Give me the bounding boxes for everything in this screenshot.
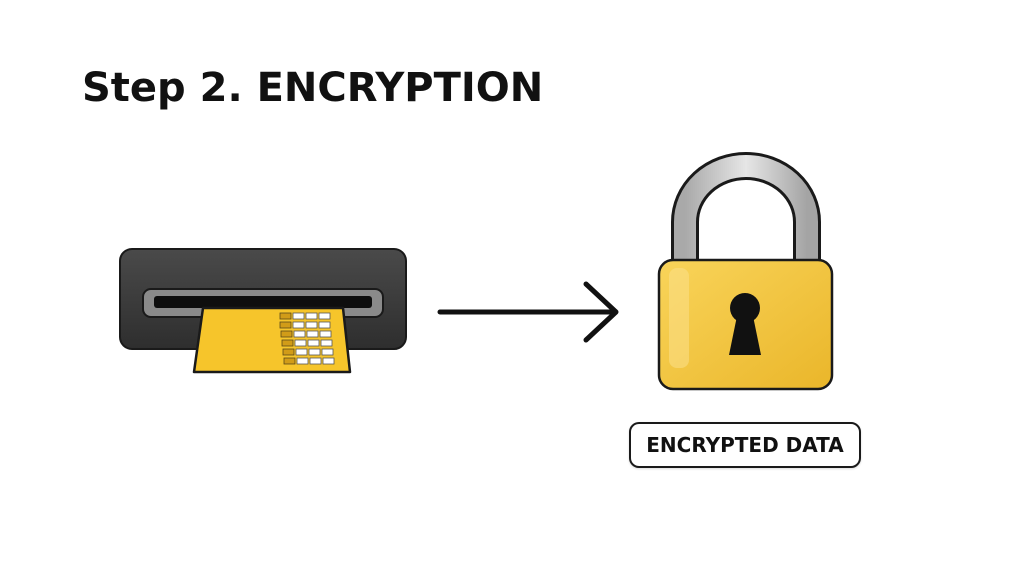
chip-card-icon bbox=[192, 306, 352, 374]
step-title: Step 2. ENCRYPTION bbox=[82, 65, 544, 111]
padlock-icon bbox=[657, 152, 834, 391]
encrypted-data-label: ENCRYPTED DATA bbox=[629, 422, 861, 468]
card-contacts bbox=[279, 312, 335, 365]
keyhole-icon bbox=[729, 293, 761, 355]
right-arrow-icon bbox=[437, 281, 619, 343]
